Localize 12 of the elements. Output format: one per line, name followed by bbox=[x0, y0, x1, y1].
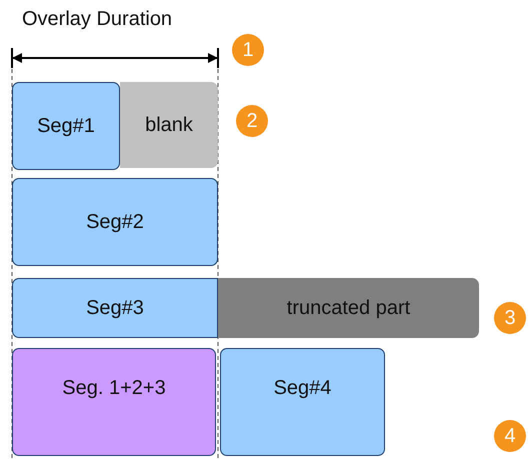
segment-box: Seg#1 bbox=[12, 82, 120, 170]
callout-number: 3 bbox=[494, 302, 526, 334]
callout-number: 4 bbox=[494, 420, 526, 452]
truncated-box: truncated part bbox=[218, 278, 479, 338]
segment-box: Seg#4 bbox=[220, 348, 385, 456]
callout-number: 2 bbox=[236, 105, 268, 137]
segment-box: Seg#3 bbox=[12, 278, 218, 338]
dimension-label: Overlay Duration bbox=[22, 8, 172, 31]
segment-box: Seg#2 bbox=[12, 178, 218, 266]
blank-box: blank bbox=[120, 82, 218, 168]
callout-number: 1 bbox=[232, 34, 264, 66]
combined-segment-box: Seg. 1+2+3 bbox=[12, 348, 216, 456]
